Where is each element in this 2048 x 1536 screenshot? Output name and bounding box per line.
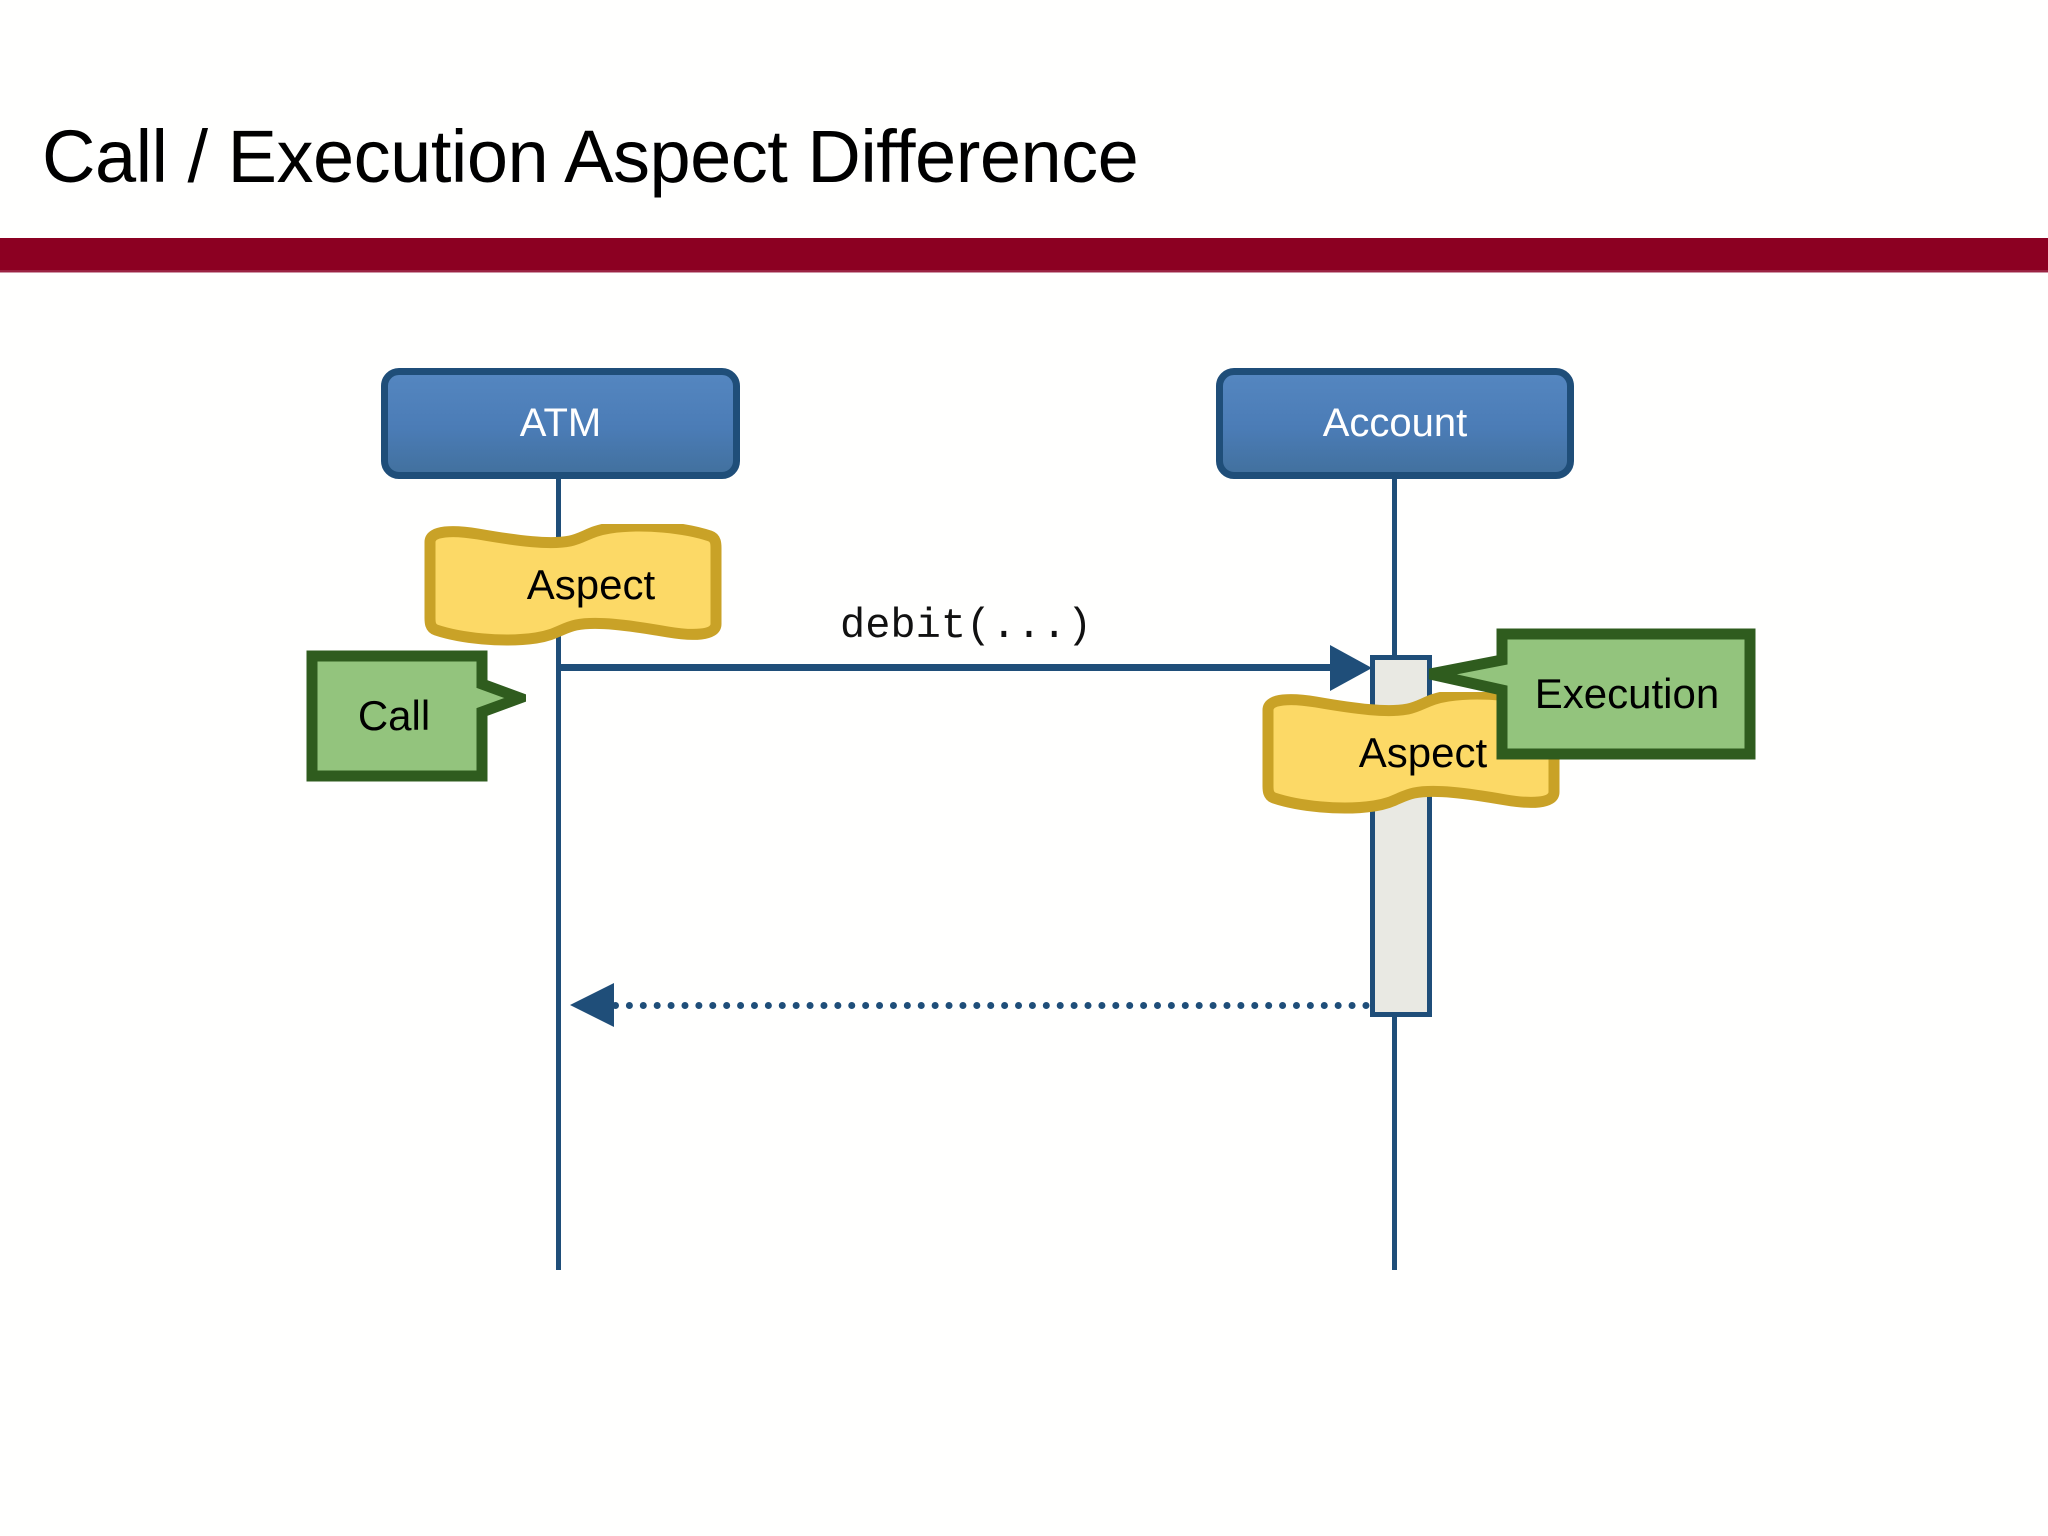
page-title: Call / Execution Aspect Difference bbox=[42, 114, 1139, 198]
callout-call: Call bbox=[306, 650, 526, 782]
aspect-banner-call: Aspect bbox=[424, 524, 722, 646]
title-divider-rule bbox=[0, 238, 2048, 272]
message-arrowhead-return bbox=[570, 983, 614, 1027]
aspect-banner-shape bbox=[1262, 692, 1560, 814]
message-label-debit: debit(...) bbox=[840, 602, 1093, 650]
lifeline-head-account[interactable]: Account bbox=[1216, 368, 1574, 479]
aspect-banner-shape bbox=[424, 524, 722, 646]
message-arrow-return-line bbox=[612, 1002, 1370, 1009]
callout-call-shape bbox=[306, 650, 526, 782]
callout-execution-shape bbox=[1428, 628, 1756, 760]
callout-execution: Execution bbox=[1424, 628, 1756, 760]
message-arrow-call-line bbox=[556, 664, 1346, 671]
title-divider-highlight bbox=[0, 270, 2048, 273]
lifeline-head-atm[interactable]: ATM bbox=[381, 368, 740, 479]
lifeline-line-atm bbox=[556, 478, 561, 1270]
message-arrowhead-call bbox=[1330, 645, 1372, 691]
